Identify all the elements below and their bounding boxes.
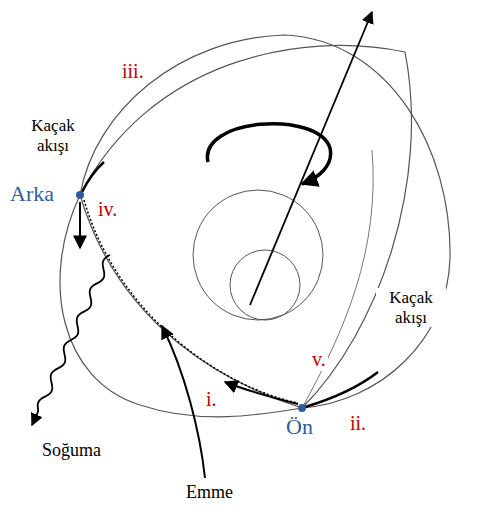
intake-arrow <box>162 326 205 478</box>
flow-arrow <box>225 382 298 404</box>
part-number: iii. <box>120 60 146 83</box>
leakage-label: Kaçak akışı <box>16 116 90 155</box>
leakage-line <box>82 162 104 192</box>
gear-circle <box>230 250 300 320</box>
axis-arrow <box>250 12 372 305</box>
flow-arrow <box>79 202 81 248</box>
part-number: i. <box>204 388 219 411</box>
cooling-arrow <box>32 255 110 425</box>
apex-label: Ön <box>284 414 315 439</box>
part-number: ii. <box>348 412 368 435</box>
intake-label: Emme <box>184 482 235 503</box>
gear-circle <box>193 190 323 320</box>
leakage-line <box>305 372 378 407</box>
rotation-arrow <box>207 124 330 184</box>
part-number: v. <box>310 348 328 371</box>
apex-dot <box>76 191 84 199</box>
chamber-dotted <box>84 200 298 403</box>
leakage-label: Kaçak akışı <box>376 288 446 327</box>
rotor-flank <box>80 195 302 408</box>
housing-outline <box>60 35 450 417</box>
rotor-flank <box>80 45 405 195</box>
part-number: iv. <box>96 198 119 221</box>
apex-dot <box>298 404 306 412</box>
apex-label: Arka <box>8 181 56 206</box>
cooling-label: Soğuma <box>40 440 103 461</box>
rotor-line <box>302 150 373 408</box>
